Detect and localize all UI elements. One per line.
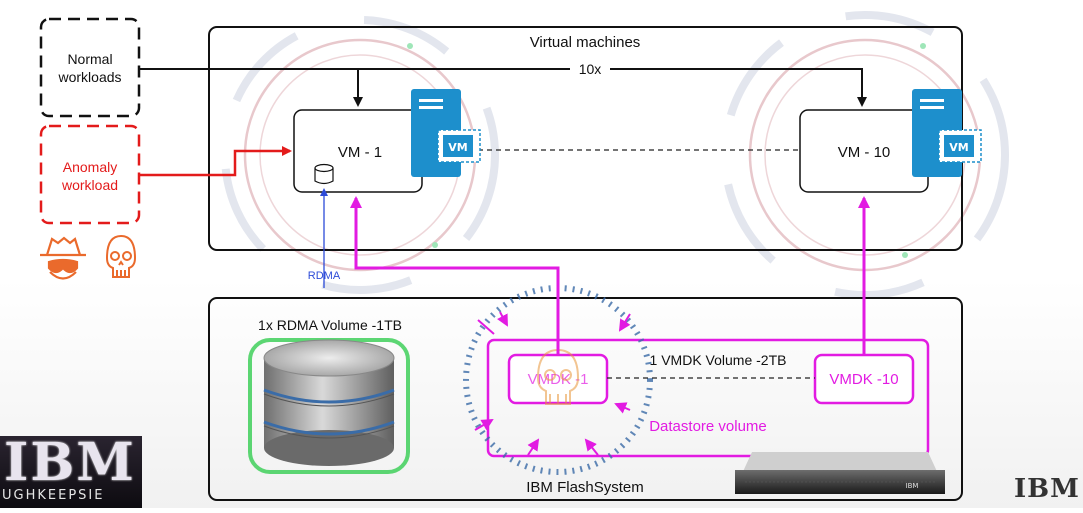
rdma-volume-label: 1x RDMA Volume -1TB	[258, 317, 402, 333]
vmdk1-label: VMDK -1	[528, 371, 589, 388]
flashsystem-title: IBM FlashSystem	[526, 479, 644, 496]
vm10-label: VM - 10	[838, 144, 891, 161]
ibm-poughkeepsie-logo: IBM UGHKEEPSIE	[0, 436, 142, 508]
skull-icon	[105, 234, 137, 278]
flash-server-icon: IBM	[735, 452, 945, 494]
anomaly-to-vm1-arrow	[139, 146, 292, 177]
disk-stack-icon	[248, 338, 410, 474]
normal-to-vm10-arrow	[610, 68, 867, 107]
vm-server-icon: VM	[411, 89, 481, 177]
spy-icon	[40, 236, 86, 280]
left-logo-big: IBM	[4, 436, 136, 493]
normal-workloads-box	[39, 17, 141, 118]
vm-badge-1: VM	[448, 141, 467, 154]
vmdk-volume-label: 1 VMDK Volume -2TB	[650, 352, 787, 368]
left-logo-small: UGHKEEPSIE	[2, 488, 105, 503]
vm-badge-10: VM	[949, 141, 968, 154]
vm-count-label: 10x	[579, 61, 602, 77]
database-icon	[314, 163, 334, 185]
ibm-logo: IBM	[1014, 474, 1080, 504]
normal-workloads-line1: Normal	[67, 51, 112, 67]
flashsystem-container	[208, 297, 963, 501]
vmdk10-label: VMDK -10	[829, 371, 898, 388]
datastore-volume-box	[486, 338, 930, 458]
vmdk1-to-vm1-arrow	[350, 196, 560, 355]
server-brand-label: IBM	[906, 482, 919, 490]
anomaly-workload-line2: workload	[61, 177, 118, 193]
datastore-volume-label: Datastore volume	[649, 418, 767, 435]
rdma-label: RDMA	[308, 270, 341, 282]
normal-workloads-line2: workloads	[57, 69, 121, 85]
vm-server-icon: VM	[912, 89, 982, 177]
virtual-machines-title: Virtual machines	[530, 34, 641, 51]
anomaly-workload-line1: Anomaly	[63, 159, 117, 175]
vm1-label: VM - 1	[338, 144, 382, 161]
skull-icon	[536, 348, 580, 405]
